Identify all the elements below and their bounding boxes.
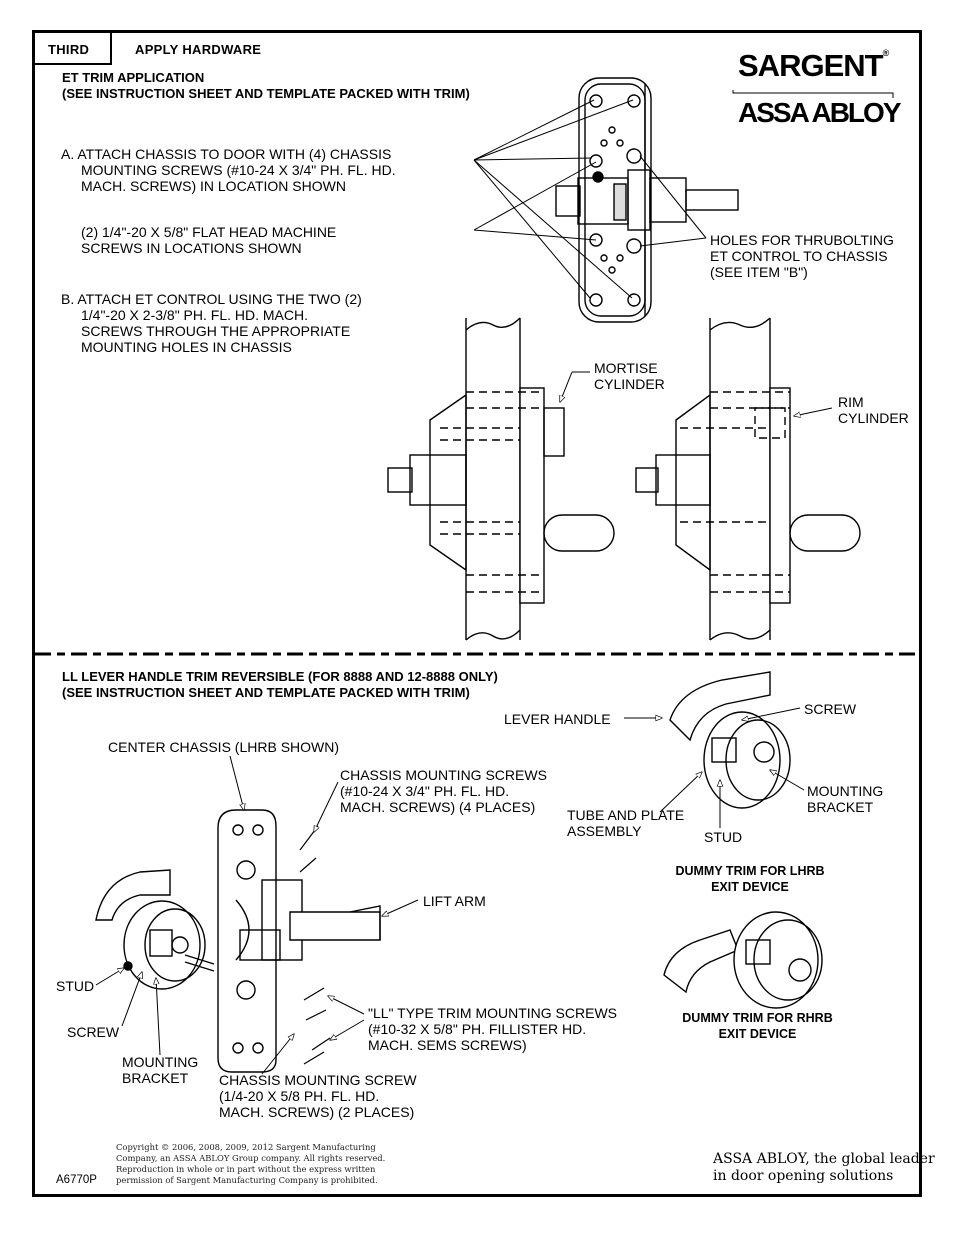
stud-label-right: STUD (704, 829, 743, 845)
assa-abloy-logo: ASSA ABLOY (738, 97, 901, 128)
door-side-view-rim (635, 317, 861, 641)
step-box (32, 30, 112, 65)
cms-line2: (#10-24 X 3/4" PH. FL. HD. (340, 783, 510, 799)
holes-label-line3: (SEE ITEM "B") (710, 264, 808, 280)
et-section-subtitle: (SEE INSTRUCTION SHEET AND TEMPLATE PACK… (62, 86, 470, 101)
step-b-line3: SCREWS THROUGH THE APPROPRIATE (81, 323, 351, 339)
rim-label-line1: RIM (838, 394, 864, 410)
step-title: APPLY HARDWARE (135, 42, 262, 57)
step-a-line3: MACH. SCREWS) IN LOCATION SHOWN (81, 178, 346, 194)
center-chassis-label: CENTER CHASSIS (LHRB SHOWN) (108, 739, 340, 755)
door-side-view-mortise (387, 317, 615, 641)
screw-label-top: SCREW (804, 701, 857, 717)
dummy-lhrb-line2: EXIT DEVICE (711, 880, 789, 894)
ll-section-title: LL LEVER HANDLE TRIM REVERSIBLE (FOR 888… (62, 669, 498, 684)
flat-screws-line2: SCREWS IN LOCATIONS SHOWN (81, 240, 302, 256)
lever-handle-label: LEVER HANDLE (504, 711, 611, 727)
mounting-bracket-right-line1: MOUNTING (807, 783, 884, 799)
tagline-line1: ASSA ABLOY, the global leader (713, 1151, 935, 1167)
holes-label-line1: HOLES FOR THRUBOLTING (710, 232, 894, 248)
et-chassis-plate (555, 77, 739, 323)
copyright-line2: Company, an ASSA ABLOY Group company. Al… (116, 1153, 386, 1163)
ll-left-lever (95, 869, 215, 990)
tube-plate-line2: ASSEMBLY (567, 823, 642, 839)
step-label: THIRD (48, 42, 90, 57)
cms2-line1: CHASSIS MOUNTING SCREW (219, 1072, 417, 1088)
cms-line1: CHASSIS MOUNTING SCREWS (340, 767, 547, 783)
dummy-rhrb-line1: DUMMY TRIM FOR RHRB (682, 1011, 833, 1025)
ll-section-subtitle: (SEE INSTRUCTION SHEET AND TEMPLATE PACK… (62, 685, 470, 700)
mounting-bracket-left-line2: BRACKET (122, 1070, 189, 1086)
step-b-line2: 1/4"-20 X 2-3/8" PH. FL. HD. MACH. (81, 307, 309, 323)
step-a-line2: MOUNTING SCREWS (#10-24 X 3/4" PH. FL. H… (81, 162, 396, 178)
mortise-leader-2 (560, 371, 573, 402)
mortise-label-line2: CYLINDER (594, 376, 665, 392)
lift-arm-label: LIFT ARM (423, 893, 486, 909)
copyright-line1: Copyright © 2006, 2008, 2009, 2012 Sarge… (116, 1142, 376, 1152)
et-leaders (473, 99, 707, 299)
ll-screws-line3: MACH. SEMS SCREWS) (368, 1037, 527, 1053)
screw-label-left: SCREW (67, 1024, 120, 1040)
tagline-line2: in door opening solutions (713, 1168, 894, 1184)
sargent-logo: SARGENT® (738, 48, 889, 84)
registered-mark: ® (882, 48, 890, 58)
cms-line3: MACH. SCREWS) (4 PLACES) (340, 799, 536, 815)
ll-screws-line1: "LL" TYPE TRIM MOUNTING SCREWS (368, 1005, 618, 1021)
screw-icons (299, 825, 331, 1065)
step-b-line4: MOUNTING HOLES IN CHASSIS (81, 339, 292, 355)
sargent-wordmark: SARGENT (738, 48, 884, 83)
rim-label-line2: CYLINDER (838, 410, 909, 426)
copyright-line4: permission of Sargent Manufacturing Comp… (116, 1175, 378, 1185)
et-section-title: ET TRIM APPLICATION (62, 70, 205, 85)
flat-screws-line1: (2) 1/4"-20 X 5/8" FLAT HEAD MACHINE (81, 224, 337, 240)
mortise-label-line1: MORTISE (594, 360, 658, 376)
step-b-line1: B. ATTACH ET CONTROL USING THE TWO (2) (61, 291, 362, 307)
dummy-lhrb-trim (669, 671, 791, 809)
cms2-line2: (1/4-20 X 5/8 PH. FL. HD. (219, 1088, 380, 1104)
step-a-line1: A. ATTACH CHASSIS TO DOOR WITH (4) CHASS… (61, 146, 392, 162)
ll-screws-line2: (#10-32 X 5/8" PH. FILLISTER HD. (368, 1021, 587, 1037)
brand-rule (732, 90, 894, 98)
ll-leaders (95, 707, 805, 1075)
cms2-line3: MACH. SCREWS) (2 PLACES) (219, 1104, 415, 1120)
doc-number: A6770P (56, 1174, 97, 1186)
rim-leader (794, 407, 833, 416)
mounting-bracket-left-line1: MOUNTING (122, 1054, 199, 1070)
mounting-bracket-right-line2: BRACKET (807, 799, 874, 815)
ll-center-chassis (217, 809, 381, 1073)
tube-plate-line1: TUBE AND PLATE (567, 807, 685, 823)
dummy-rhrb-line2: EXIT DEVICE (718, 1027, 797, 1041)
stud-label-left: STUD (56, 978, 95, 994)
dummy-lhrb-line1: DUMMY TRIM FOR LHRB (675, 864, 825, 878)
holes-label-line2: ET CONTROL TO CHASSIS (710, 248, 888, 264)
page-frame (32, 30, 922, 1197)
dummy-rhrb-trim (663, 911, 823, 1009)
copyright-line3: Reproduction in whole or in part without… (116, 1164, 376, 1174)
